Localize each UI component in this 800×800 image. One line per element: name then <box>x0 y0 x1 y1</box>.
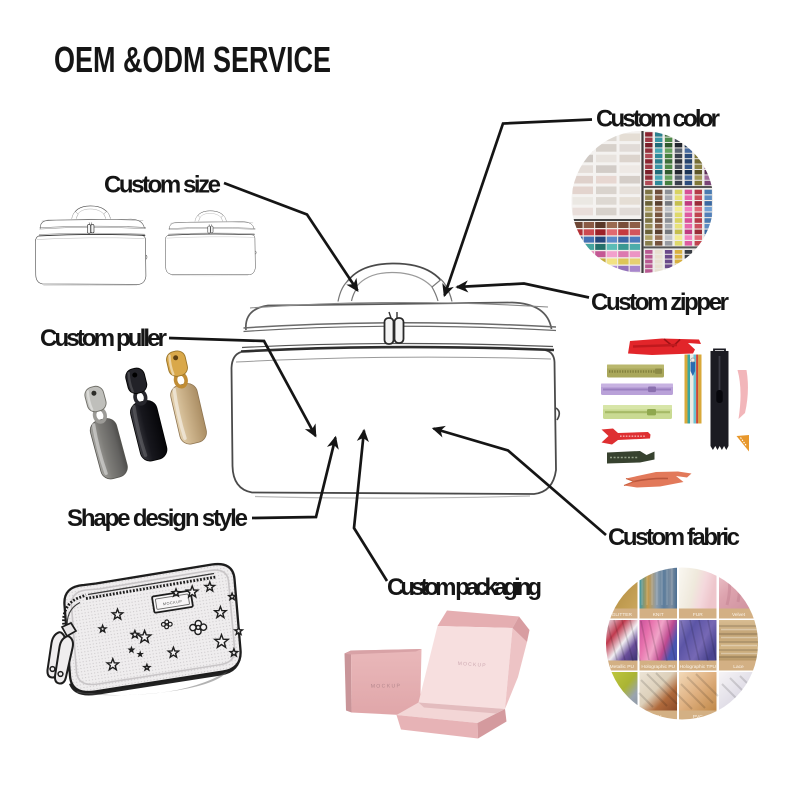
svg-text:Custom puller: Custom puller <box>40 325 167 352</box>
svg-text:OEM &ODM SERVICE: OEM &ODM SERVICE <box>54 39 331 80</box>
svg-text:Metallic PU: Metallic PU <box>610 664 635 670</box>
svg-text:Custom fabric: Custom fabric <box>608 524 740 551</box>
svg-text:Leather: Leather <box>730 714 747 720</box>
svg-text:Holographic PU: Holographic PU <box>641 664 675 670</box>
svg-text:PU: PU <box>655 714 662 720</box>
svg-text:Shape design style: Shape design style <box>67 505 248 532</box>
svg-text:MOCKUP: MOCKUP <box>163 599 183 606</box>
svg-text:Custom zipper: Custom zipper <box>591 289 729 316</box>
svg-text:PVC: PVC <box>693 714 703 720</box>
svg-text:KNIT: KNIT <box>653 612 664 618</box>
svg-text:Velvet: Velvet <box>732 612 746 618</box>
svg-text:Custom color: Custom color <box>596 106 720 133</box>
svg-text:MOCKUP: MOCKUP <box>371 683 402 689</box>
svg-text:Lace: Lace <box>733 664 744 670</box>
svg-text:Glitter: Glitter <box>615 714 628 720</box>
svg-text:MOCKUP: MOCKUP <box>457 661 487 669</box>
svg-text:Custom size: Custom size <box>104 172 221 199</box>
svg-text:GLITTER: GLITTER <box>612 612 633 618</box>
svg-text:Holographic TPU: Holographic TPU <box>680 664 717 670</box>
svg-text:FUR: FUR <box>693 612 703 618</box>
svg-text:Custom packaging: Custom packaging <box>387 574 542 601</box>
